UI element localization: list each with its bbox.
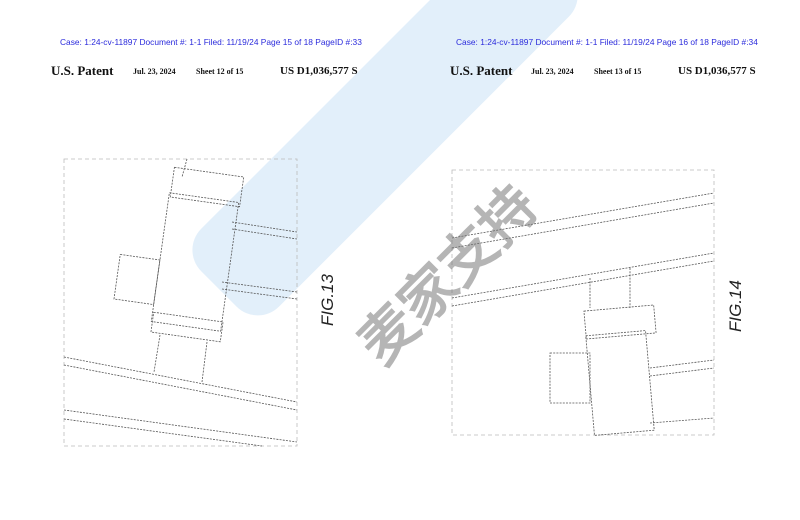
patent-number: US D1,036,577 S xyxy=(280,65,358,77)
patent-page-right: Case: 1:24-cv-11897 Document #: 1-1 File… xyxy=(400,0,800,520)
case-line: Case: 1:24-cv-11897 Document #: 1-1 File… xyxy=(60,37,362,47)
patent-page-left: Case: 1:24-cv-11897 Document #: 1-1 File… xyxy=(51,37,362,447)
figure-14-drawing xyxy=(451,169,715,436)
patent-date: Jul. 23, 2024 xyxy=(133,67,176,76)
patent-label: U.S. Patent xyxy=(450,63,513,78)
patent-number: US D1,036,577 S xyxy=(678,65,756,77)
figure-label: FIG.13 xyxy=(318,274,337,326)
patent-label: U.S. Patent xyxy=(51,63,114,78)
figure-13-drawing xyxy=(63,158,298,447)
sheet-number: Sheet 12 of 15 xyxy=(196,67,244,76)
case-line: Case: 1:24-cv-11897 Document #: 1-1 File… xyxy=(456,37,758,47)
figure-label: FIG.14 xyxy=(726,280,745,332)
sheet-number: Sheet 13 of 15 xyxy=(594,67,642,76)
patent-date: Jul. 23, 2024 xyxy=(531,67,574,76)
